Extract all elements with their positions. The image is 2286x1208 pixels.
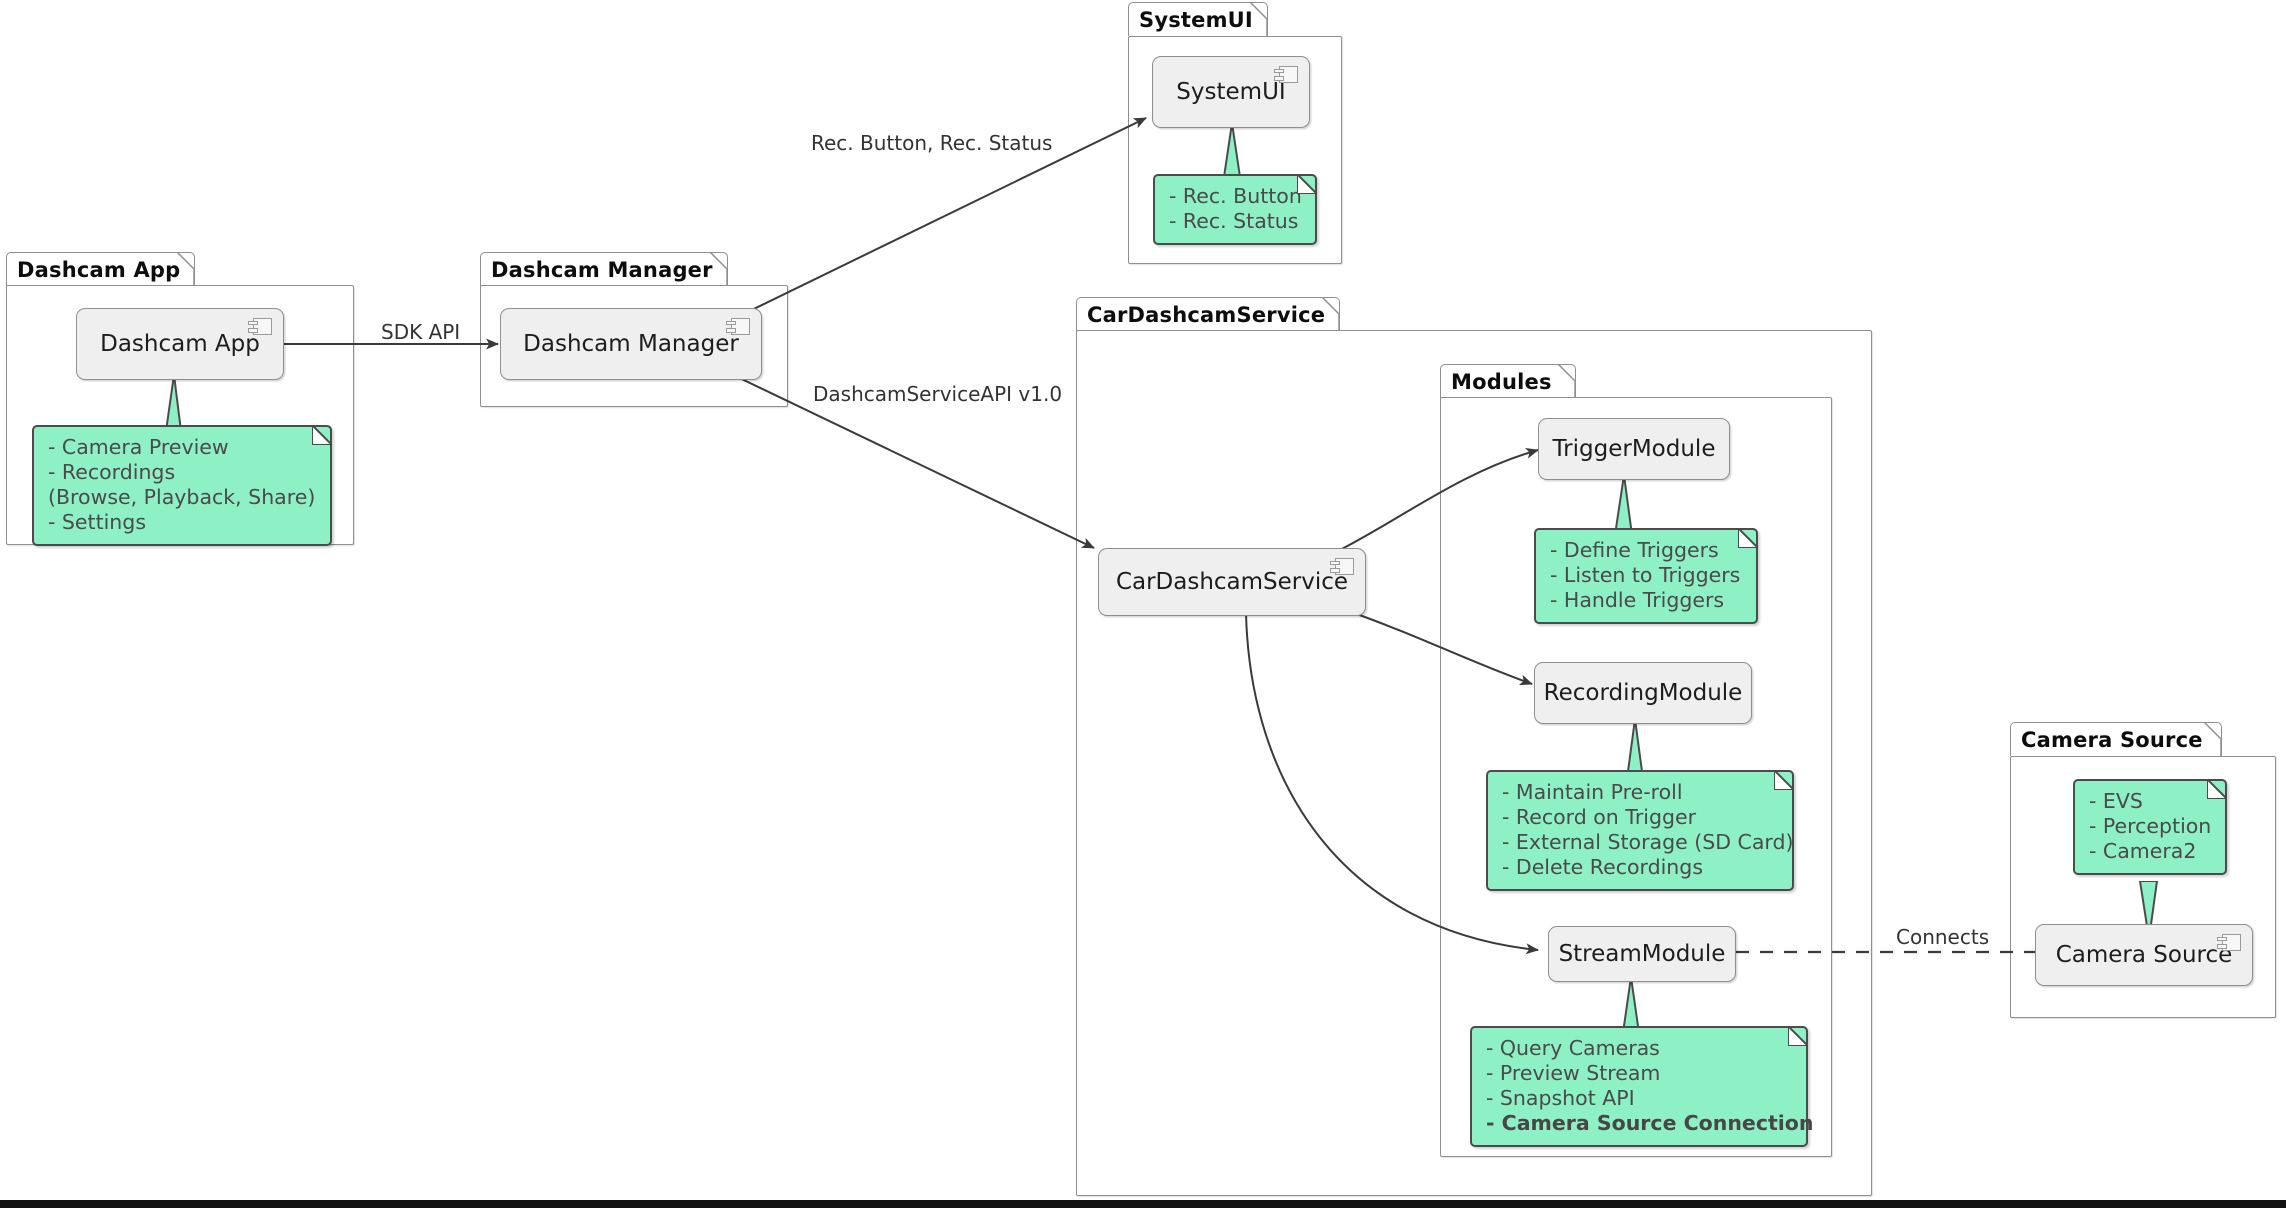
comp-label-streammodule: StreamModule (1558, 941, 1726, 967)
package-label-dashcam-manager: Dashcam Manager (491, 257, 713, 282)
comp-systemui[interactable]: SystemUI (1152, 56, 1310, 128)
comp-triggermodule[interactable]: TriggerModule (1538, 418, 1730, 480)
note-dogear (1737, 525, 1761, 549)
note-line: - Record on Trigger (1502, 805, 1697, 829)
package-tab-camera-source[interactable]: Camera Source (2010, 721, 2222, 758)
comp-label-recordingmodule: RecordingModule (1543, 680, 1743, 706)
note-dogear (2206, 776, 2230, 800)
note-line: - Rec. Status (1169, 209, 1299, 233)
note-line: - External Storage (SD Card) (1502, 830, 1794, 854)
package-tab-dashcam-manager[interactable]: Dashcam Manager (480, 251, 728, 288)
package-tab-modules[interactable]: Modules (1440, 363, 1576, 400)
comp-camera-source[interactable]: Camera Source (2035, 924, 2253, 986)
note-dogear (1296, 171, 1320, 195)
comp-label-systemui: SystemUI (1176, 79, 1286, 105)
note-line: - Handle Triggers (1550, 588, 1725, 612)
package-label-dashcam-app: Dashcam App (17, 257, 181, 282)
note-line: - Rec. Button (1169, 184, 1302, 208)
tab-slant (1558, 363, 1576, 400)
note-line: - Define Triggers (1550, 538, 1719, 562)
package-label-camera-source: Camera Source (2021, 727, 2203, 752)
note-systemui: - Rec. Button - Rec. Status (1153, 171, 1320, 245)
edge-label-connects: Connects (1890, 925, 1996, 949)
component-icon (1330, 558, 1354, 575)
package-tab-dashcam-app[interactable]: Dashcam App (6, 251, 196, 288)
component-icon (2217, 934, 2241, 951)
tab-slant (2204, 721, 2222, 758)
note-line-highlighted: - Camera Source Connection (1486, 1111, 1814, 1135)
comp-label-triggermodule: TriggerModule (1552, 436, 1716, 462)
note-line: - Delete Recordings (1502, 855, 1703, 879)
package-tab-systemui[interactable]: SystemUI (1128, 1, 1268, 38)
note-line: - Snapshot API (1486, 1086, 1635, 1110)
note-line: - Perception (2089, 814, 2212, 838)
note-recordingmodule: - Maintain Pre-roll - Record on Trigger … (1486, 767, 1797, 891)
component-icon (726, 318, 750, 335)
note-dogear (1773, 767, 1797, 791)
comp-label-dashcam-manager: Dashcam Manager (523, 331, 739, 357)
bottom-bar (0, 1200, 2286, 1208)
note-dashcam-app: - Camera Preview - Recordings (Browse, P… (32, 422, 335, 546)
package-label-cardashcamservice: CarDashcamService (1087, 302, 1326, 327)
edge-label-rec-button-rec-status: Rec. Button, Rec. Status (811, 131, 1053, 155)
component-icon (1274, 66, 1298, 83)
edge-label-sdk-api: SDK API (381, 320, 461, 344)
comp-label-camera-source: Camera Source (2055, 942, 2233, 968)
comp-dashcam-manager[interactable]: Dashcam Manager (500, 308, 762, 380)
note-line: - Maintain Pre-roll (1502, 780, 1683, 804)
note-line: - Settings (48, 510, 146, 534)
note-line: - Camera Preview (48, 435, 229, 459)
package-label-modules: Modules (1451, 369, 1552, 394)
package-tab-cardashcamservice[interactable]: CarDashcamService (1076, 296, 1341, 333)
note-triggermodule: - Define Triggers - Listen to Triggers -… (1534, 525, 1761, 624)
note-line: - EVS (2089, 789, 2143, 813)
note-line: - Recordings (48, 460, 176, 484)
comp-cardashcamservice[interactable]: CarDashcamService (1098, 548, 1366, 616)
note-line: - Query Cameras (1486, 1036, 1660, 1060)
comp-dashcam-app[interactable]: Dashcam App (76, 308, 284, 380)
comp-streammodule[interactable]: StreamModule (1548, 926, 1736, 982)
edge-label-dashcam-service-api: DashcamServiceAPI v1.0 (813, 382, 1063, 406)
note-line: - Preview Stream (1486, 1061, 1661, 1085)
note-line: - Listen to Triggers (1550, 563, 1741, 587)
note-line: - Camera2 (2089, 839, 2197, 863)
note-tail-systemui (1222, 123, 1242, 178)
note-tail-camera-source (2138, 881, 2159, 940)
note-line: (Browse, Playback, Share) (48, 485, 316, 509)
comp-recordingmodule[interactable]: RecordingModule (1534, 662, 1752, 724)
package-label-systemui: SystemUI (1139, 7, 1253, 32)
component-icon (248, 318, 272, 335)
comp-label-cardashcamservice: CarDashcamService (1115, 569, 1349, 595)
note-camera-source: - EVS - Perception - Camera2 (2073, 776, 2230, 875)
note-dogear (311, 422, 335, 446)
note-dogear (1787, 1023, 1811, 1047)
note-streammodule: - Query Cameras - Preview Stream - Snaps… (1470, 1023, 1814, 1147)
comp-label-dashcam-app: Dashcam App (100, 331, 260, 357)
